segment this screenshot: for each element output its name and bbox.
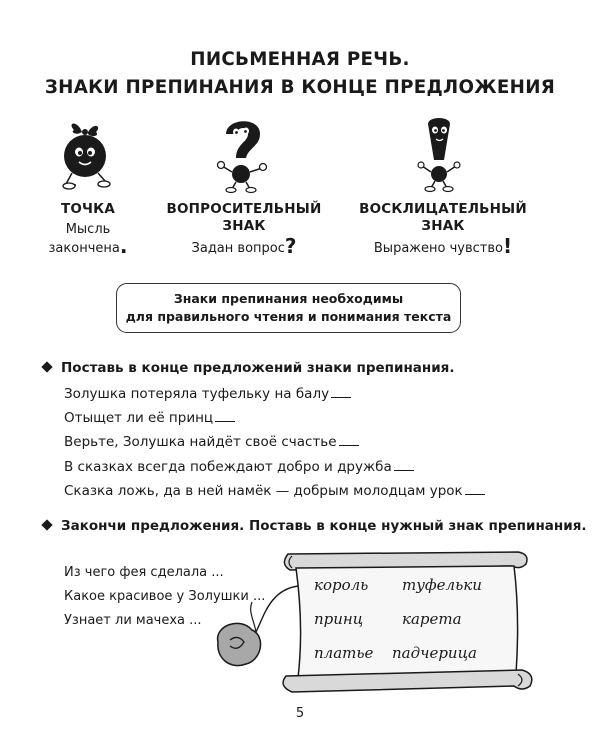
diamond-bullet-icon <box>41 361 53 373</box>
rule-line1: Знаки препинания необходимы <box>173 291 404 306</box>
period-character-icon <box>62 123 111 190</box>
answer-blank[interactable] <box>393 469 414 471</box>
scroll-word: платье <box>314 644 374 662</box>
answer-blank[interactable] <box>464 493 485 495</box>
task1-instruction: Поставь в конце предложений знаки препин… <box>41 360 455 376</box>
rule-line2: для правильного чтения и понимания текст… <box>125 309 452 324</box>
question-mark-character-icon <box>216 121 268 194</box>
exclamation-name-line1: ВОСКЛИЦАТЕЛЬНЫЙ <box>359 201 527 217</box>
exclamation-name-line2: ЗНАК <box>421 218 465 234</box>
scroll-word: король <box>314 576 368 594</box>
period-mark: . <box>119 234 128 258</box>
period-desc-line2: закончена <box>48 241 120 256</box>
parchment-scroll-icon: король туфельки принц карета платье падч… <box>217 551 533 693</box>
task2-sentence: Из чего фея сделала ... <box>64 565 224 580</box>
task1-instruction-text: Поставь в конце предложений знаки препин… <box>61 360 455 376</box>
diamond-bullet-icon <box>41 519 53 531</box>
sentence-text: Верьте, Золушка найдёт своё счастье <box>64 434 337 450</box>
page-number: 5 <box>295 706 305 721</box>
task2-sentence: Узнает ли мачеха ... <box>64 613 202 628</box>
answer-blank[interactable] <box>215 420 236 422</box>
question-desc: Задан вопрос? <box>160 236 328 257</box>
scroll-word: принц <box>314 610 363 628</box>
task2-sentence: Какое красивое у Золушки ... <box>64 589 266 604</box>
task2-instruction: Закончи предложения. Поставь в конце нуж… <box>41 518 587 534</box>
exclamation-mark-character-icon <box>417 118 461 193</box>
task1-sentence: Золушка потеряла туфельку на балу <box>64 386 352 402</box>
rule-box: Знаки препинания необходимы для правильн… <box>116 283 461 333</box>
scroll-word: падчерица <box>392 644 477 662</box>
question-desc-text: Задан вопрос <box>191 241 285 256</box>
period-desc: Мысль закончена. <box>40 221 136 257</box>
answer-blank[interactable] <box>331 396 352 398</box>
exclamation-desc: Выражено чувство! <box>354 236 532 257</box>
answer-blank[interactable] <box>338 444 359 446</box>
task1-sentence: Сказка ложь, да в ней намёк — добрым мол… <box>64 483 485 499</box>
sentence-text: Золушка потеряла туфельку на балу <box>64 386 330 402</box>
page-title-line2: ЗНАКИ ПРЕПИНАНИЯ В КОНЦЕ ПРЕДЛОЖЕНИЯ <box>44 76 556 98</box>
sentence-text: В сказках всегда побеждают добро и дружб… <box>64 459 392 475</box>
exclamation-name: ВОСКЛИЦАТЕЛЬНЫЙ ЗНАК <box>354 201 532 235</box>
period-name: ТОЧКА <box>40 201 136 218</box>
exclamation-desc-text: Выражено чувство <box>373 241 503 256</box>
scroll-word: туфельки <box>402 576 482 594</box>
sentence-text: Отыщет ли её принц <box>64 410 214 426</box>
exclamation-mark: ! <box>502 234 513 258</box>
task1-sentence: Верьте, Золушка найдёт своё счастье <box>64 434 359 450</box>
period-desc-line1: Мысль <box>65 222 111 237</box>
sentence-text: Сказка ложь, да в ней намёк — добрым мол… <box>64 483 463 499</box>
task1-sentence: В сказках всегда побеждают добро и дружб… <box>64 459 414 475</box>
period-name-label: ТОЧКА <box>60 201 116 217</box>
page-title-line1: ПИСЬМЕННАЯ РЕЧЬ. <box>190 48 410 70</box>
scroll-word: карета <box>402 610 462 628</box>
question-name-line2: ЗНАК <box>222 218 266 234</box>
question-name-line1: ВОПРОСИТЕЛЬНЫЙ <box>166 201 322 217</box>
task1-sentence: Отыщет ли её принц <box>64 410 236 426</box>
question-name: ВОПРОСИТЕЛЬНЫЙ ЗНАК <box>160 201 328 235</box>
task2-instruction-text: Закончи предложения. Поставь в конце нуж… <box>61 518 587 534</box>
question-mark: ? <box>284 234 297 258</box>
